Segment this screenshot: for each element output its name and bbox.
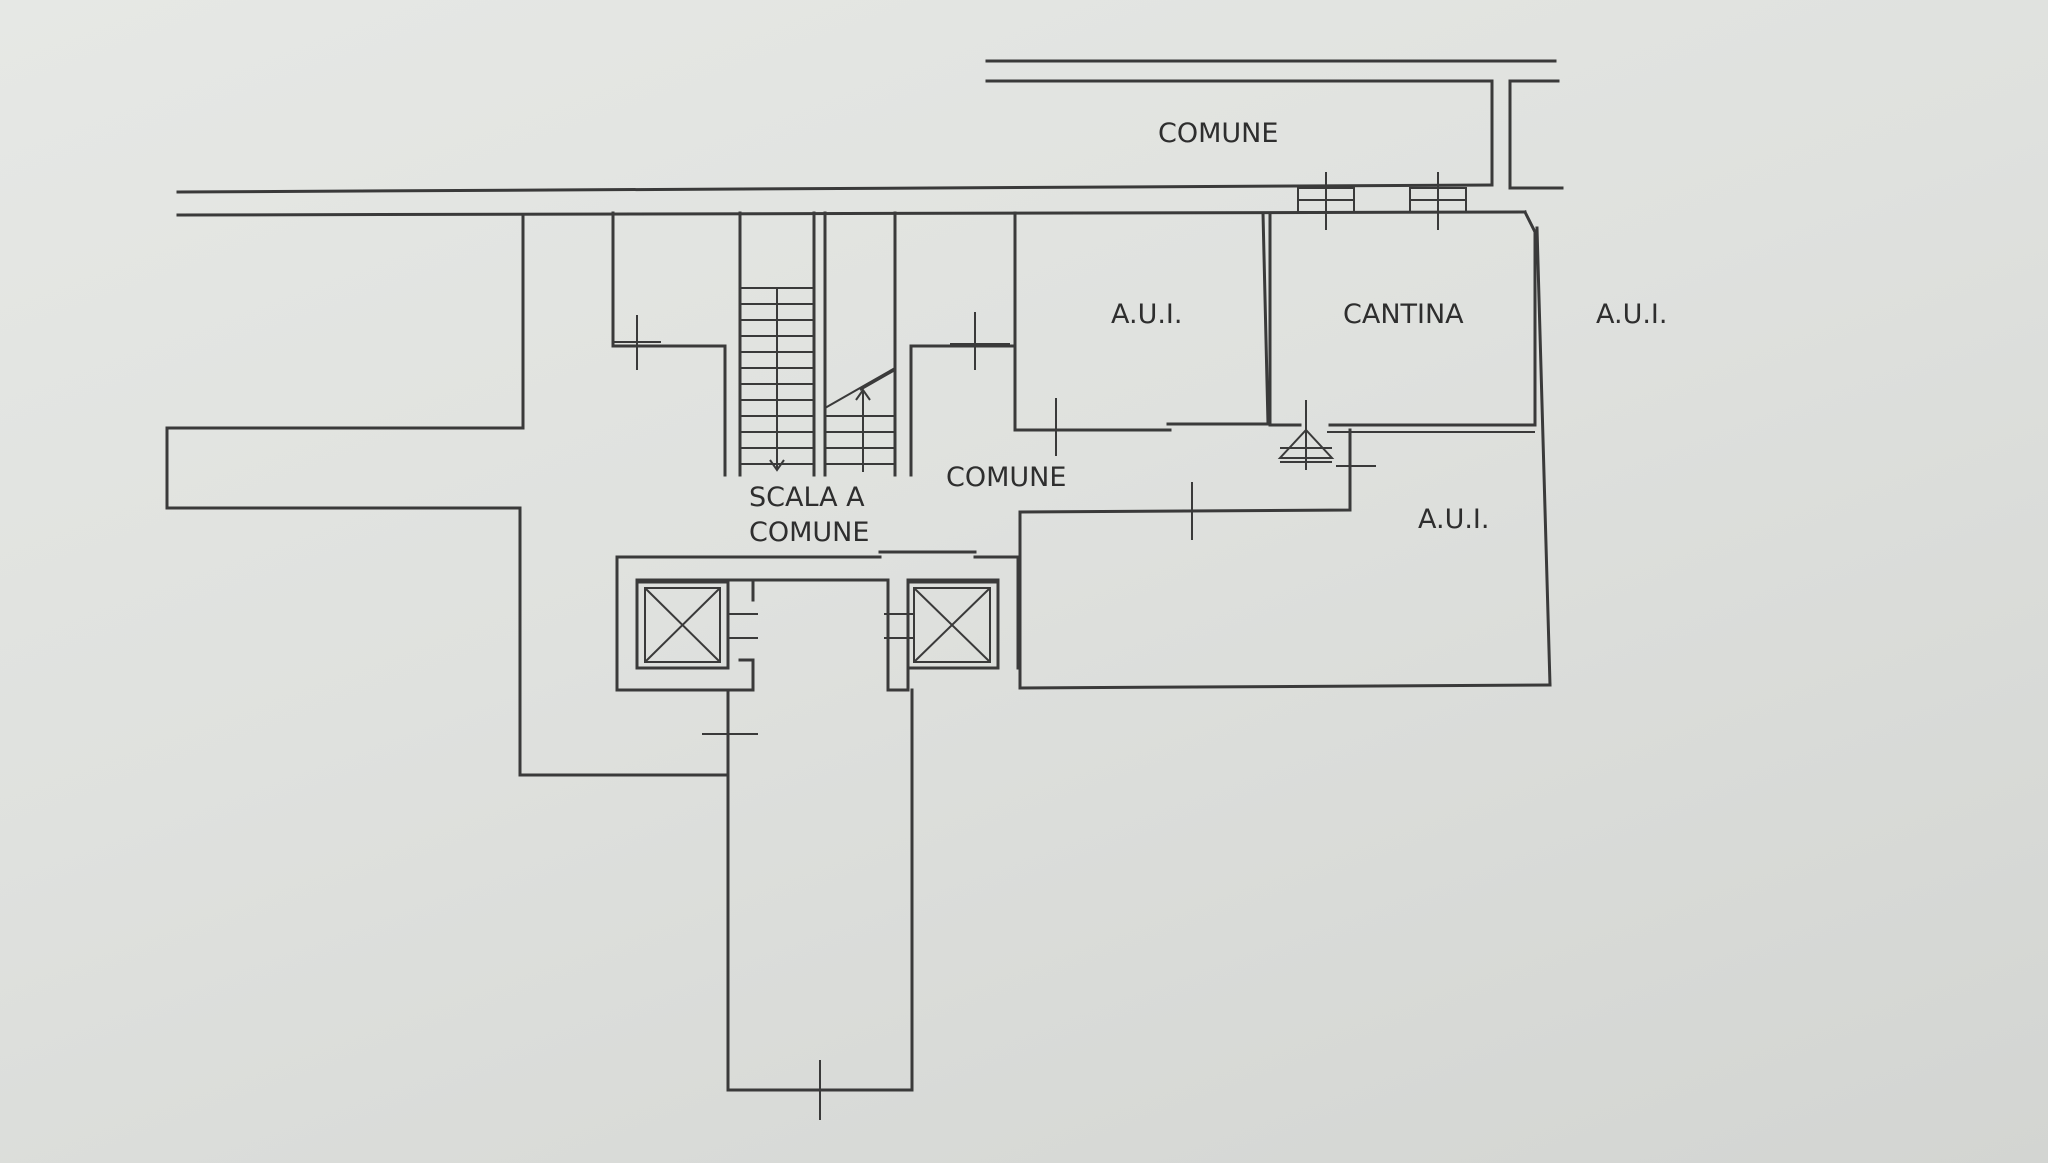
label-aui-right: A.U.I. xyxy=(1596,299,1667,330)
label-comune-top: COMUNE xyxy=(1158,118,1278,149)
label-comune-middle: COMUNE xyxy=(946,462,1066,493)
cantina-room-walls xyxy=(1268,209,1537,433)
middle-corridor-walls xyxy=(909,211,1270,477)
right-outer-wall xyxy=(1535,226,1552,687)
front-windows xyxy=(1297,172,1467,230)
label-scala-line2: COMUNE xyxy=(749,517,869,548)
lower-corridor-walls xyxy=(702,688,914,1120)
label-aui-center: A.U.I. xyxy=(1111,299,1182,330)
label-scala-line1: SCALA A xyxy=(749,482,865,513)
lower-aui-room-walls xyxy=(1018,428,1552,690)
elevator-shaft-right xyxy=(884,580,1000,670)
label-aui-lower: A.U.I. xyxy=(1418,504,1489,535)
label-cantina: CANTINA xyxy=(1343,299,1464,330)
stair-treads-left xyxy=(740,287,814,472)
left-wing-walls xyxy=(165,213,730,777)
left-small-room xyxy=(611,211,727,477)
top-corridor-walls xyxy=(985,59,1564,190)
cantina-door-symbol xyxy=(1277,400,1376,470)
staircase xyxy=(738,211,897,477)
elevator-shaft-left xyxy=(635,580,758,670)
stair-treads-right xyxy=(824,367,896,472)
